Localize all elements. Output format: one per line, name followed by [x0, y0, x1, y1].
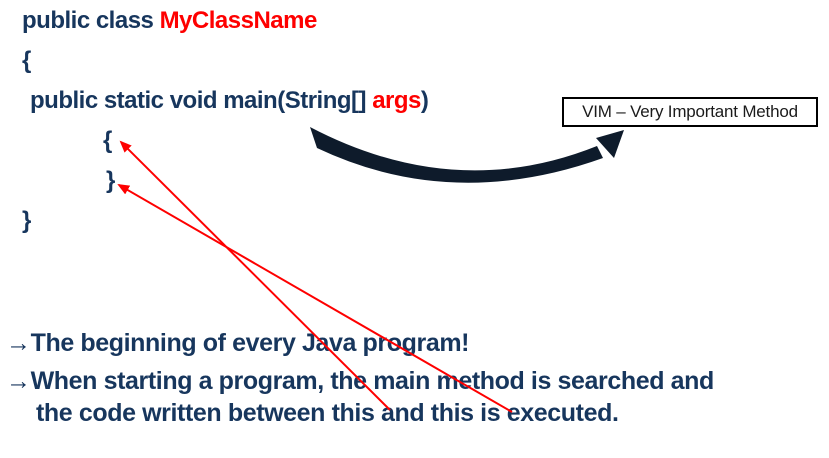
args-parameter-text: args	[372, 87, 421, 114]
note-line-3: the code written between this and this i…	[36, 399, 619, 427]
note-line-2: →When starting a program, the main metho…	[6, 367, 714, 395]
class-name-text: MyClassName	[159, 7, 318, 34]
outer-open-brace: {	[22, 47, 31, 74]
public-class-keyword-text: public class	[22, 7, 160, 34]
main-signature-text: public static void main(String[]	[30, 87, 373, 114]
closing-paren-text: )	[420, 87, 429, 114]
class-declaration-line: public class MyClassName	[22, 6, 317, 36]
curved-arrow-body	[310, 127, 603, 183]
vim-callout-box: VIM – Very Important Method	[562, 97, 818, 127]
inner-open-brace: {	[103, 127, 112, 154]
main-method-line: public static void main(String[] args)	[30, 86, 429, 116]
vim-callout-label: VIM – Very Important Method	[582, 102, 798, 121]
note-line-1: →The beginning of every Java program!	[6, 329, 470, 357]
curved-arrow-head-icon	[596, 130, 624, 158]
outer-close-brace: }	[22, 207, 31, 234]
inner-close-brace: }	[106, 167, 115, 194]
